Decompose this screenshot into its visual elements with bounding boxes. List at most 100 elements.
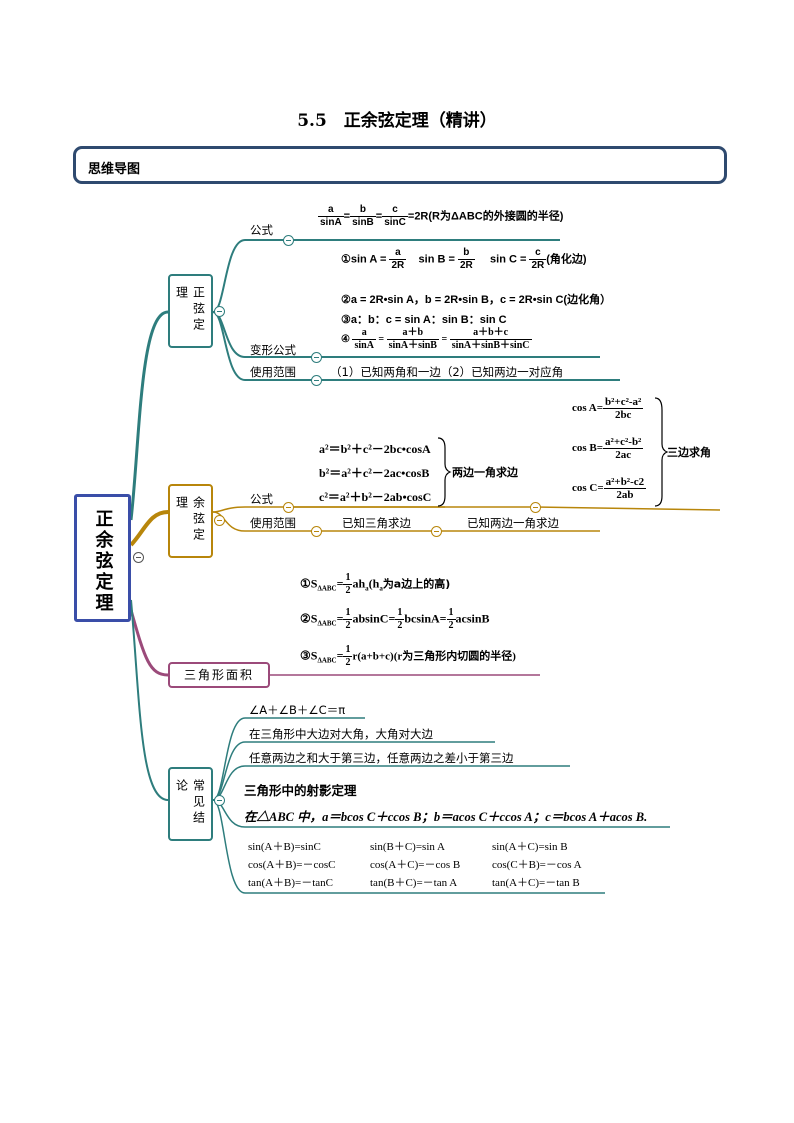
v1-pre: ①sin A = (341, 253, 387, 266)
a2-n3: 1 (446, 607, 456, 620)
v4-d3: sinA＋sinB＋sinC (451, 340, 530, 351)
collapse-b2-fanwei-icon[interactable] (311, 526, 322, 537)
cosine-eq-3: c²＝a²＋b²－2ab•cosC (319, 490, 432, 504)
sine-fanwei-text: （1）已知两角和一边（2）已知两边一对应角 (330, 365, 564, 379)
a1-hsub: a (365, 584, 369, 593)
a2-t2: bcsinA= (404, 611, 447, 626)
v1-2r-a: 2R (391, 260, 405, 271)
collapse-b4-icon[interactable] (214, 795, 225, 806)
identity-2-1: cos(A＋B)=－cosC (248, 859, 336, 871)
identity-1-2: sin(B＋C)=sin A (370, 841, 445, 853)
collapse-b2-gongshi-icon[interactable] (283, 502, 294, 513)
branch-conclusion-node[interactable]: 常见结论 (168, 767, 213, 841)
connector-root-branch1 (129, 310, 169, 521)
a1-sub: ΔABC (317, 584, 337, 593)
cosine-range-2: 已知两边一角求边 (467, 516, 559, 530)
collapse-b2-icon[interactable] (214, 515, 225, 526)
sine-variant-2: ②a = 2R•sin A，b = 2R•sin B，c = 2R•sin C(… (341, 294, 612, 306)
cosine-fanwei-label: 使用范围 (250, 516, 296, 530)
v1-mid2: sin C = (490, 253, 527, 266)
a2-eq: = (336, 611, 344, 626)
a1-eq: = (336, 576, 344, 591)
sine-gongshi-label: 公式 (250, 223, 273, 237)
a3-n: 1 (343, 644, 353, 657)
collapse-b1-gongshi-icon[interactable] (283, 235, 294, 246)
frac-c: c (382, 204, 408, 217)
identity-1-3: sin(A＋C)=sin B (492, 841, 568, 853)
v1-mid1: sin B = (418, 253, 455, 266)
a2-n2: 1 (395, 607, 405, 620)
branch-area-node[interactable]: 三角形面积 (168, 662, 270, 688)
root-label: 正余弦定理 (92, 509, 114, 614)
v4-n2: a＋b (386, 327, 439, 340)
a2-t3: acsinB (455, 611, 490, 626)
collapse-b1-bianxing-icon[interactable] (311, 352, 322, 363)
v1-post: (角化边) (546, 253, 587, 266)
a1-hsub2: a (379, 584, 383, 593)
sine-formula-tail: =2R(R为ΔABC的外接圆的半径) (407, 210, 564, 223)
conclusion-3: 任意两边之和大于第三边，任意两边之差小于第三边 (249, 751, 514, 765)
branch-sine-node[interactable]: 正弦定理 (168, 274, 213, 348)
sine-bianxing-label: 变形公式 (250, 343, 296, 357)
a1-d: 2 (345, 585, 351, 596)
cos3-pre: cos C= (572, 482, 604, 495)
a1-tail: (h (368, 576, 380, 591)
cos2-den: 2ac (615, 449, 632, 461)
a2-d1: 2 (345, 620, 351, 631)
identity-3-3: tan(A＋C)=－tan B (492, 877, 580, 889)
a1-n: 1 (343, 572, 353, 585)
brace-cosine-eq (437, 437, 452, 507)
a1-pre: ①S (300, 576, 318, 591)
collapse-b2-top-icon[interactable] (530, 502, 541, 513)
cos3-num: a²+b²-c2 (603, 476, 647, 489)
identity-2-2: cos(A＋C)=－cos B (370, 859, 461, 871)
root-node[interactable]: 正余弦定理 (74, 494, 131, 622)
cosine-gongshi-label: 公式 (250, 492, 273, 506)
cosine-eq-2: b²＝a²＋c²－2ac•cosB (319, 466, 430, 480)
branch-sine-label: 正弦定理 (174, 286, 206, 334)
a3-post: r(a+b+c)(r为三角形内切圆的半径) (352, 650, 516, 663)
v4-d2: sinA＋sinB (388, 340, 437, 351)
branch-cosine-node[interactable]: 余弦定理 (168, 484, 213, 558)
connector-b2-top (534, 506, 721, 511)
conclusion-4: 三角形中的射影定理 (244, 783, 357, 798)
v1-2r-b: 2R (459, 260, 473, 271)
cosine-eq-1: a²＝b²＋c²－2bc•cosA (319, 442, 431, 456)
v4-pre: ④ (341, 333, 350, 345)
v1-b: b (457, 247, 475, 260)
collapse-root-icon[interactable] (133, 552, 144, 563)
v4-n1: a (352, 327, 376, 340)
a2-pre: ②S (300, 611, 318, 626)
conclusion-5: 在△ABC 中，a＝bcos C＋ccos B；b＝acos C＋ccos A；… (244, 810, 648, 824)
cosine-range-1: 已知三角求边 (342, 516, 411, 530)
frac-sinA: sinA (320, 217, 342, 228)
a2-n1: 1 (343, 607, 353, 620)
brace-cosine-angle (654, 397, 669, 507)
sine-variant-3: ③a：b：c = sin A：sin B：sin C (341, 314, 507, 326)
a3-d: 2 (345, 657, 351, 668)
cosine-eq-label: 两边一角求边 (452, 466, 518, 479)
identity-1-1: sin(A＋B)=sinC (248, 841, 321, 853)
collapse-b1-icon[interactable] (214, 306, 225, 317)
connector-root-branch2 (129, 510, 169, 547)
branch-conclusion-label: 常见结论 (174, 779, 206, 827)
cos2-pre: cos B= (572, 442, 604, 455)
section-header: 思维导图 (73, 146, 727, 184)
section-header-label: 思维导图 (88, 162, 141, 177)
frac-b: b (350, 204, 376, 217)
collapse-b1-fanwei-icon[interactable] (311, 375, 322, 386)
collapse-b2-range1-icon[interactable] (431, 526, 442, 537)
cos3-den: 2ab (616, 489, 634, 501)
a3-eq: = (336, 648, 344, 663)
identity-3-2: tan(B＋C)=－tan A (370, 877, 458, 889)
